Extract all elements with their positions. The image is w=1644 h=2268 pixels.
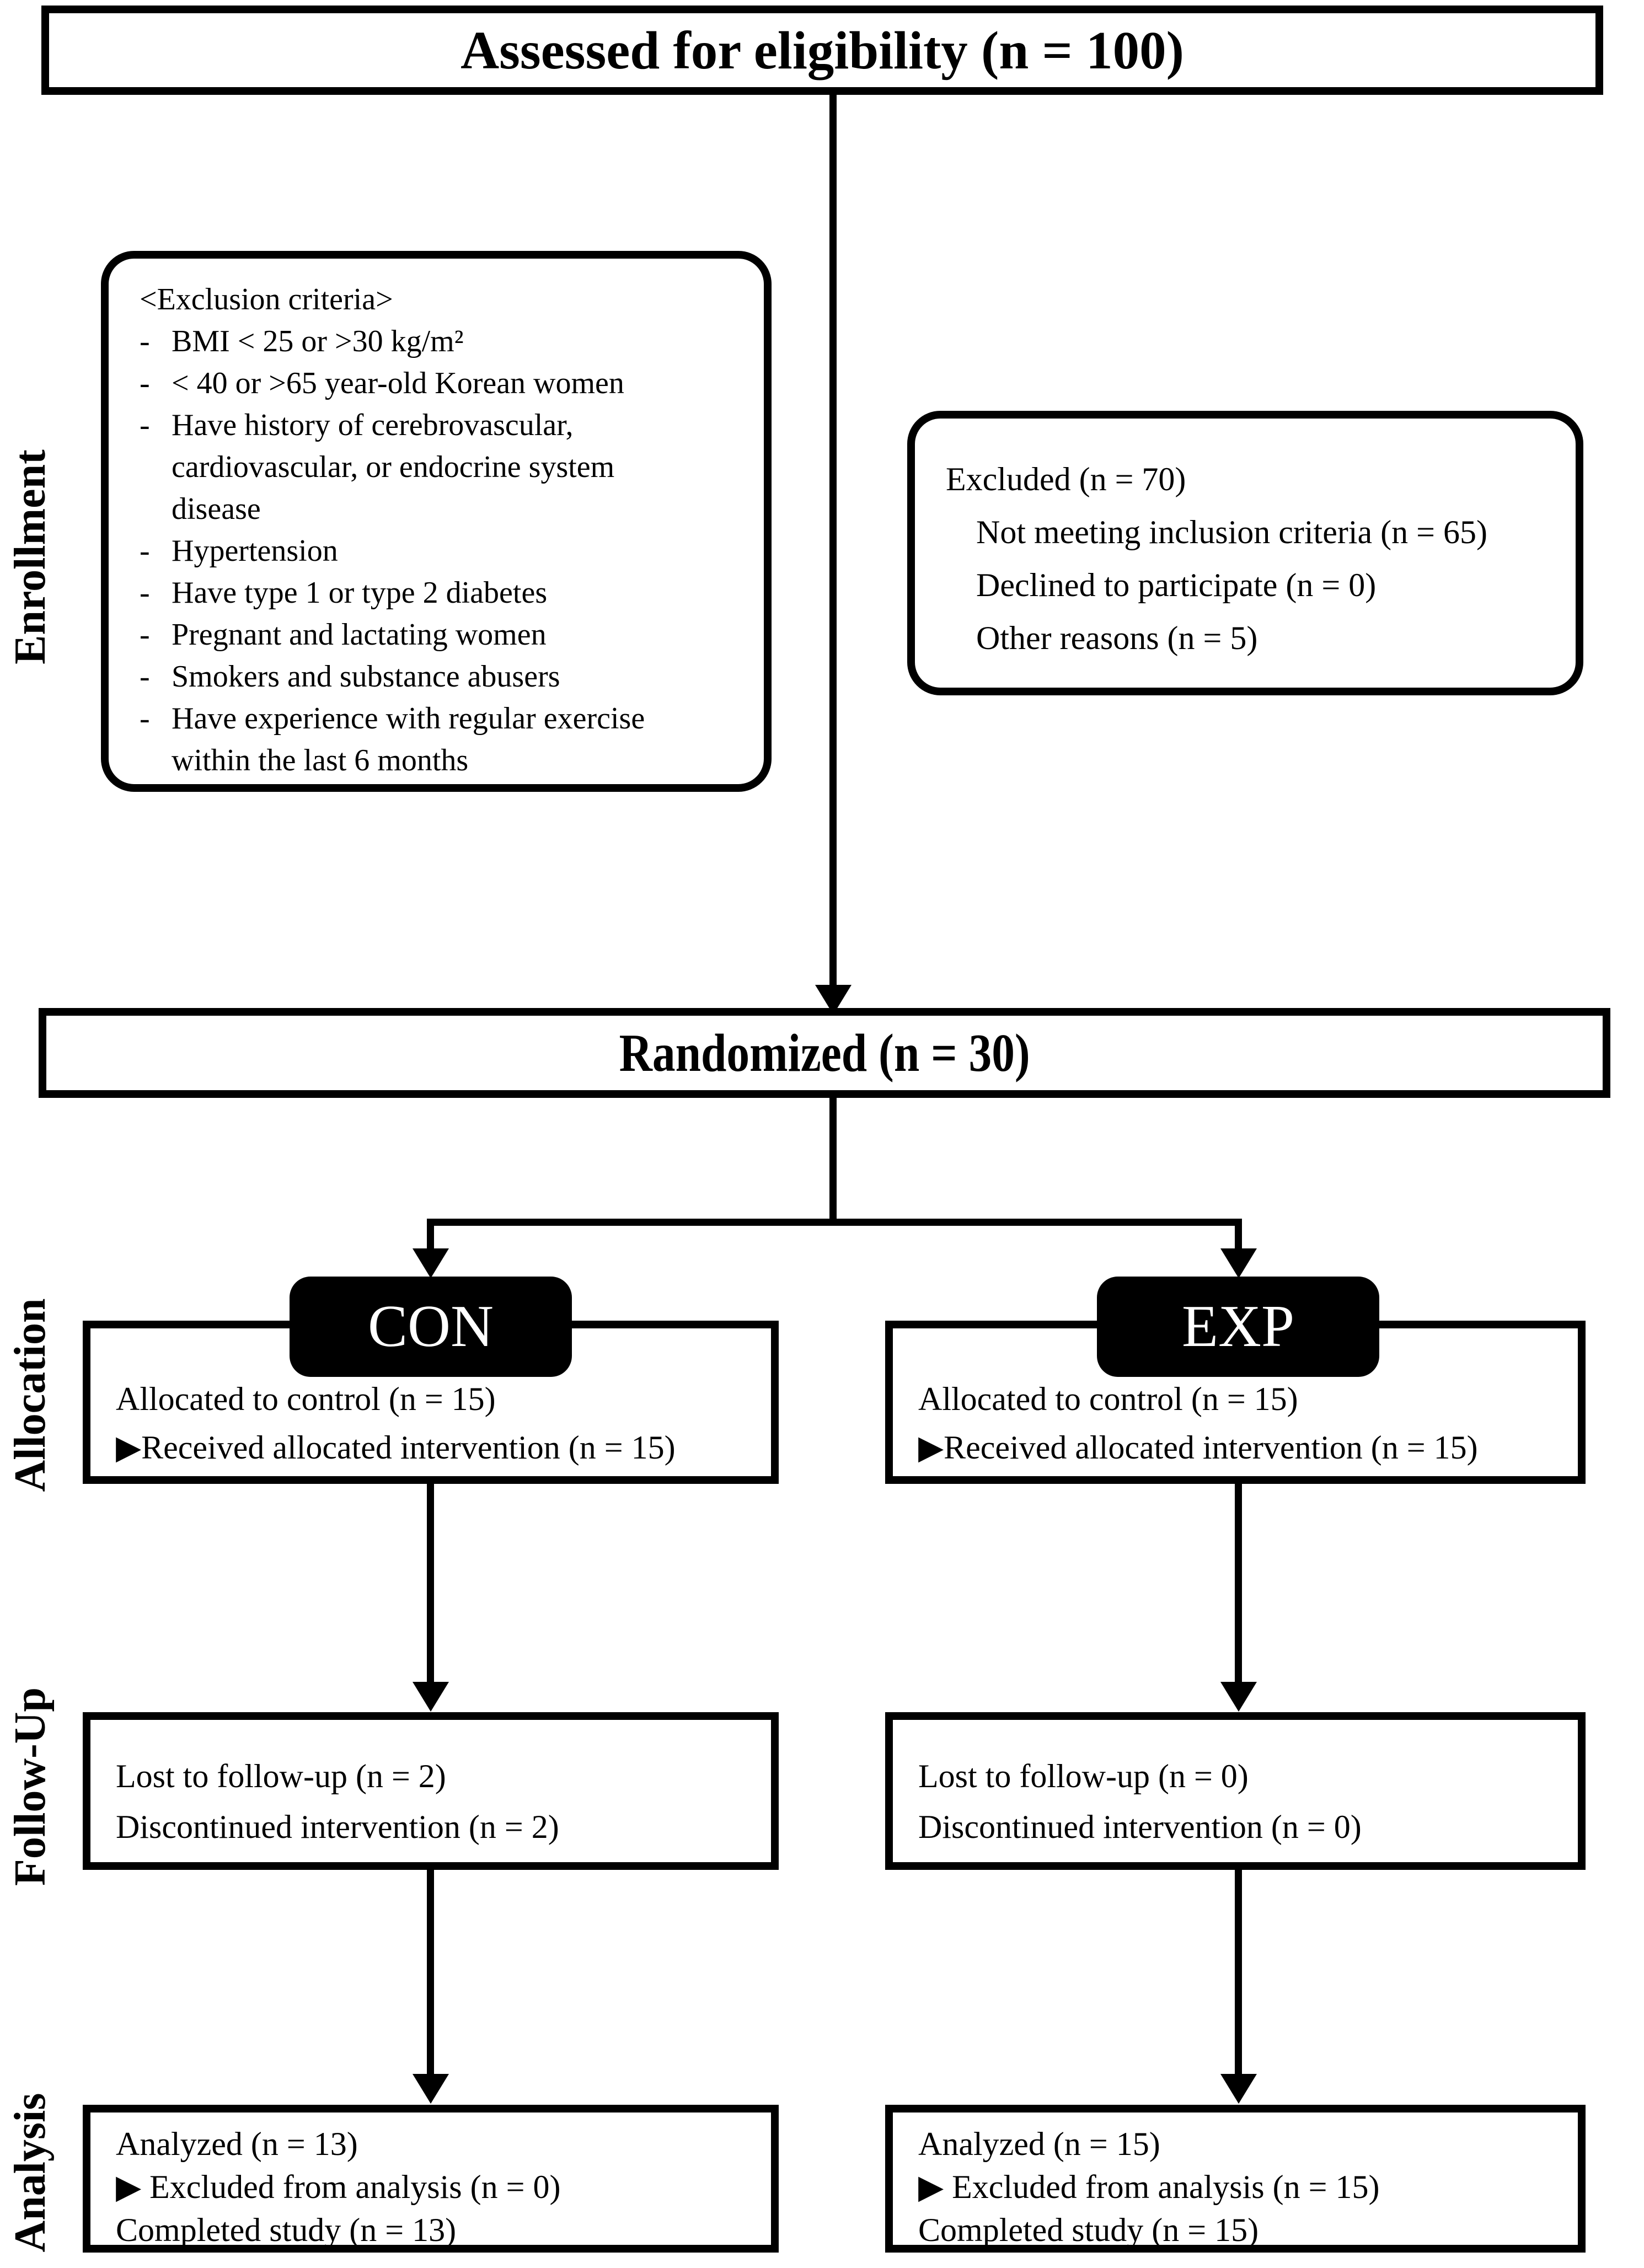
exclusion-item: -Smokers and substance abusers (140, 660, 560, 694)
stage-label-allocation: Allocation (6, 1298, 55, 1492)
connector-assessed-to-randomized (829, 95, 837, 985)
randomized-text: Randomized (n = 30) (619, 1023, 1030, 1082)
exp-analysis-line: ▶ Excluded from analysis (n = 15) (918, 2169, 1380, 2205)
excluded-item: Other reasons (n = 5) (976, 620, 1258, 656)
excluded-title: Excluded (n = 70) (946, 461, 1186, 497)
arrowhead-into-exp-followup (1220, 1682, 1257, 1712)
exclusion-item-continuation: -cardiovascular, or endocrine system (172, 450, 615, 484)
exp-followup-box: Lost to follow-up (n = 0) Discontinued i… (885, 1712, 1586, 1870)
randomized-box: Randomized (n = 30) (39, 1008, 1610, 1098)
stage-label-enrollment: Enrollment (6, 449, 55, 664)
connector-exp-allocation-to-followup (1235, 1484, 1242, 1683)
con-allocation-line: Allocated to control (n = 15) (116, 1381, 496, 1417)
exp-group-label: EXP (1181, 1294, 1295, 1359)
connector-con-allocation-to-followup (427, 1484, 434, 1683)
con-analysis-line: Analyzed (n = 13) (116, 2126, 358, 2162)
connector-branch-horizontal (427, 1219, 1242, 1226)
connector-branch-left-stem (427, 1219, 434, 1251)
con-allocation-line: ▶Received allocated intervention (n = 15… (116, 1429, 676, 1466)
connector-branch-right-stem (1235, 1219, 1242, 1251)
stage-label-followup: Follow-Up (6, 1687, 55, 1886)
connector-randomized-down (829, 1098, 837, 1226)
assessed-eligibility-box: Assessed for eligibility (n = 100) (41, 6, 1603, 95)
exclusion-item: -Have type 1 or type 2 diabetes (140, 576, 548, 610)
exp-followup-line: Discontinued intervention (n = 0) (918, 1809, 1362, 1845)
exclusion-title: <Exclusion criteria> (140, 282, 393, 317)
exclusion-item: -Have experience with regular exercise (140, 701, 645, 736)
exp-analysis-box: Analyzed (n = 15) ▶ Excluded from analys… (885, 2105, 1586, 2253)
exp-followup-line: Lost to follow-up (n = 0) (918, 1758, 1249, 1794)
exp-group-pill: EXP (1097, 1277, 1379, 1377)
exp-analysis-line: Analyzed (n = 15) (918, 2126, 1160, 2162)
exp-allocation-line: ▶Received allocated intervention (n = 15… (918, 1429, 1478, 1466)
stage-label-analysis: Analysis (6, 2093, 55, 2253)
con-analysis-line: ▶ Excluded from analysis (n = 0) (116, 2169, 561, 2205)
con-followup-line: Discontinued intervention (n = 2) (116, 1809, 559, 1845)
arrowhead-into-con (413, 1248, 449, 1278)
exclusion-item-continuation: -within the last 6 months (172, 743, 469, 778)
con-followup-box: Lost to follow-up (n = 2) Discontinued i… (83, 1712, 779, 1870)
exp-allocation-line: Allocated to control (n = 15) (918, 1381, 1298, 1417)
exclusion-item: -< 40 or >65 year-old Korean women (140, 366, 624, 400)
exclusion-criteria-box: <Exclusion criteria> -BMI < 25 or >30 kg… (101, 251, 772, 792)
connector-con-followup-to-analysis (427, 1870, 434, 2075)
con-analysis-box: Analyzed (n = 13) ▶ Excluded from analys… (83, 2105, 779, 2253)
arrowhead-into-exp-analysis (1220, 2074, 1257, 2104)
exclusion-item: -Hypertension (140, 534, 338, 568)
exclusion-item-continuation: -disease (172, 492, 261, 526)
exclusion-item: -Have history of cerebrovascular, (140, 408, 574, 442)
connector-exp-followup-to-analysis (1235, 1870, 1242, 2075)
exclusion-item: -BMI < 25 or >30 kg/m² (140, 324, 464, 358)
exclusion-item: -Pregnant and lactating women (140, 618, 547, 652)
excluded-item: Not meeting inclusion criteria (n = 65) (976, 514, 1487, 550)
con-followup-line: Lost to follow-up (n = 2) (116, 1758, 446, 1794)
exp-analysis-line: Completed study (n = 15) (918, 2212, 1259, 2248)
arrowhead-into-con-followup (413, 1682, 449, 1712)
excluded-item: Declined to participate (n = 0) (976, 567, 1377, 603)
con-group-pill: CON (290, 1277, 572, 1377)
assessed-eligibility-text: Assessed for eligibility (n = 100) (460, 20, 1184, 80)
con-group-label: CON (367, 1294, 494, 1359)
excluded-box: Excluded (n = 70) Not meeting inclusion … (907, 411, 1583, 695)
con-analysis-line: Completed study (n = 13) (116, 2212, 457, 2248)
arrowhead-into-con-analysis (413, 2074, 449, 2104)
arrowhead-into-exp (1220, 1248, 1257, 1278)
